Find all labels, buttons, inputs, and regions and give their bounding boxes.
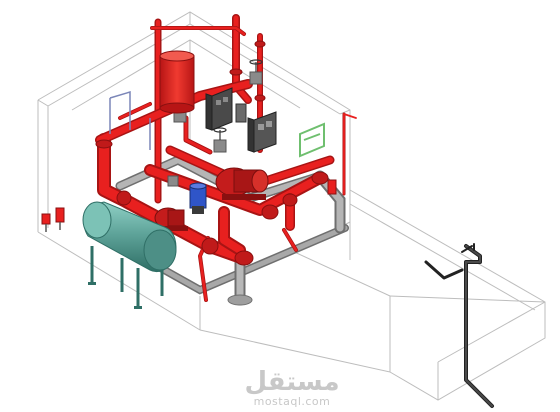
wall-fittings-left: [41, 207, 65, 232]
jockey-pump-motor: [189, 182, 207, 214]
gate-valves: [167, 59, 263, 187]
controller-panel-1: [205, 87, 233, 131]
instrument-frame-left: [109, 90, 151, 150]
gauge-board-frame: [299, 122, 325, 158]
jockey-pressure-tank: [82, 201, 177, 309]
watermark-arabic: مستقل: [244, 367, 340, 397]
riser-header-tank: [159, 50, 195, 114]
main-fire-pump-unit: [215, 167, 269, 200]
right-wall-riser: [327, 179, 337, 195]
mostaql-watermark: مستقل mostaql.com: [232, 368, 352, 408]
pump-controller-panels: [205, 87, 277, 153]
jockey-pump-unit: [154, 207, 188, 231]
controller-panel-2: [247, 111, 277, 153]
external-drain-line: [424, 243, 494, 408]
watermark-url: mostaql.com: [253, 395, 331, 408]
controller-panel-small: [235, 103, 247, 123]
